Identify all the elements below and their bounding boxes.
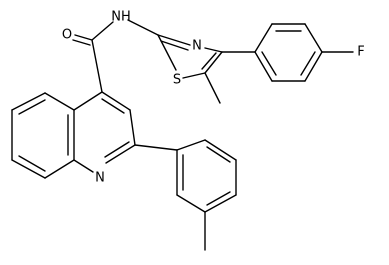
bond-q-c7-c8-b <box>18 155 46 172</box>
bond-carbonyl-o-double-a <box>74 34 93 41</box>
bond-tol-inner-b <box>206 191 231 206</box>
bond-q-c7-c8-a <box>11 159 46 179</box>
bond-thz-c5-s1 <box>182 72 206 79</box>
bond-fp-6 <box>254 51 273 82</box>
bond-fp-4 <box>304 51 323 82</box>
bond-q-c5-c6-b <box>18 99 46 115</box>
bond-fp-inner-c <box>261 51 277 76</box>
bond-fp-3 <box>304 23 323 53</box>
bond-q-c4-c3-b <box>101 98 125 114</box>
bond-tol-5 <box>176 194 206 213</box>
bond-q-c5-c6-a <box>11 92 46 111</box>
oxygen-atom-label: O <box>62 28 72 43</box>
thiazole-sulfur-label: S <box>173 73 181 88</box>
fluorine-atom-label: F <box>357 45 364 60</box>
bond-q-c4-c4a <box>73 91 103 111</box>
bond-tol-2 <box>204 139 237 161</box>
atom-labels: O NH N S F N <box>62 10 365 186</box>
bond-q-n1-c8a <box>73 159 94 173</box>
bond-q-c8-c8a <box>44 159 75 179</box>
quinoline-nitrogen-label: N <box>95 171 105 186</box>
bond-q-c4a-c5 <box>44 92 75 111</box>
bond-n-thiazole-c2 <box>127 19 159 36</box>
bond-carbonyl-o-double-b <box>72 39 91 46</box>
bond-c4-carbonyl <box>91 39 103 93</box>
bond-thz-c4-c5-a <box>204 51 223 74</box>
bond-thz-s1-c2 <box>157 34 177 71</box>
thiazole-nitrogen-label: N <box>192 39 202 54</box>
bond-q-c2-n1-a <box>105 144 136 164</box>
bond-q-c4-c3-a <box>101 91 131 111</box>
bond-thz-c2-n3-a <box>157 34 191 46</box>
bond-fp-inner-b <box>300 51 316 76</box>
bond-tol-4 <box>204 194 237 213</box>
bonds <box>11 19 354 251</box>
bond-fp-1 <box>254 23 273 53</box>
bond-q-c3-c2 <box>129 109 136 146</box>
bond-tol-inner-a <box>206 146 231 163</box>
bond-q-c2-n1-b <box>104 141 130 158</box>
amide-nh-label: NH <box>111 10 131 25</box>
bond-thz-c2-n3-b <box>160 40 189 51</box>
bond-c2-tolyl <box>134 144 178 151</box>
bond-thz-n3-c4 <box>204 47 223 53</box>
bond-c5-methyl <box>204 72 221 104</box>
bond-carbonyl-n <box>91 21 114 41</box>
bond-thz-c4-c5-b <box>201 52 217 70</box>
bond-tol-1 <box>176 139 206 151</box>
